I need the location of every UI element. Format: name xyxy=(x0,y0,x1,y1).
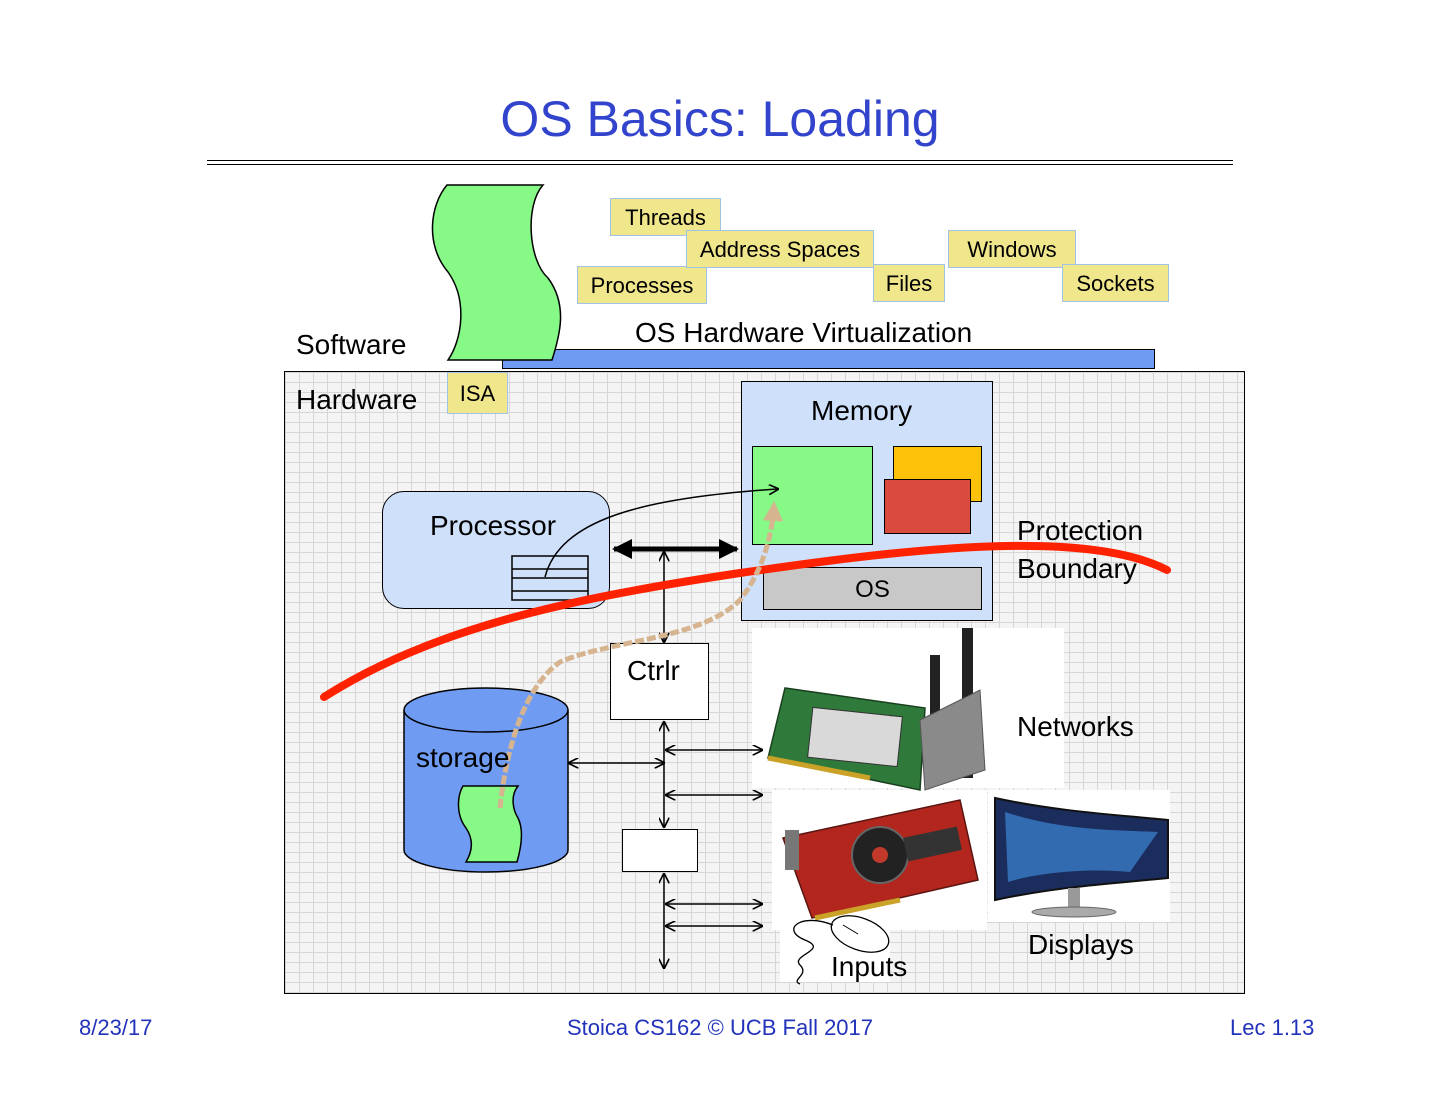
program-counter-arrow xyxy=(544,489,778,578)
graphics-card-icon xyxy=(782,799,979,921)
os-block: OS xyxy=(763,567,982,610)
files-tag: Files xyxy=(873,264,945,302)
address-spaces-tag: Address Spaces xyxy=(686,230,874,268)
sockets-tag: Sockets xyxy=(1062,264,1169,302)
virtualization-label: OS Hardware Virtualization xyxy=(635,317,973,348)
footer-date: 8/23/17 xyxy=(79,1015,153,1040)
secondary-controller-box xyxy=(622,829,698,872)
memory-label: Memory xyxy=(811,395,913,426)
processor-label: Processor xyxy=(430,510,557,541)
protection-boundary-line xyxy=(320,541,1171,701)
inputs-label: Inputs xyxy=(831,951,908,982)
boundary-label: Boundary xyxy=(1017,553,1137,584)
storage-label: storage xyxy=(416,742,510,773)
footer-course: Stoica CS162 © UCB Fall 2017 xyxy=(566,1015,874,1040)
hardware-label: Hardware xyxy=(296,384,418,415)
displays-label: Displays xyxy=(1028,929,1134,960)
software-label: Software xyxy=(296,329,407,360)
controller-label: Ctrlr xyxy=(627,655,680,686)
title-rule-top xyxy=(207,160,1233,161)
isa-tag: ISA xyxy=(447,372,508,414)
controller-box xyxy=(610,643,709,720)
program-scroll-icon xyxy=(431,184,562,361)
slide-title: OS Basics: Loading xyxy=(500,91,940,147)
windows-tag: Windows xyxy=(948,230,1076,268)
load-path-arrow xyxy=(497,501,784,809)
footer-lecture: Lec 1.13 xyxy=(1230,1015,1315,1040)
processes-tag: Processes xyxy=(577,266,707,304)
threads-tag: Threads xyxy=(610,198,721,236)
monitor-icon xyxy=(994,796,1169,918)
mouse-icon xyxy=(793,915,890,985)
networks-label: Networks xyxy=(1017,711,1134,742)
loaded-program-block xyxy=(752,446,873,545)
memory-block-red xyxy=(884,479,971,534)
title-rule-bottom xyxy=(207,164,1233,165)
stored-program-icon xyxy=(457,785,523,863)
network-card-icon xyxy=(767,628,986,791)
protection-label: Protection xyxy=(1017,515,1144,546)
